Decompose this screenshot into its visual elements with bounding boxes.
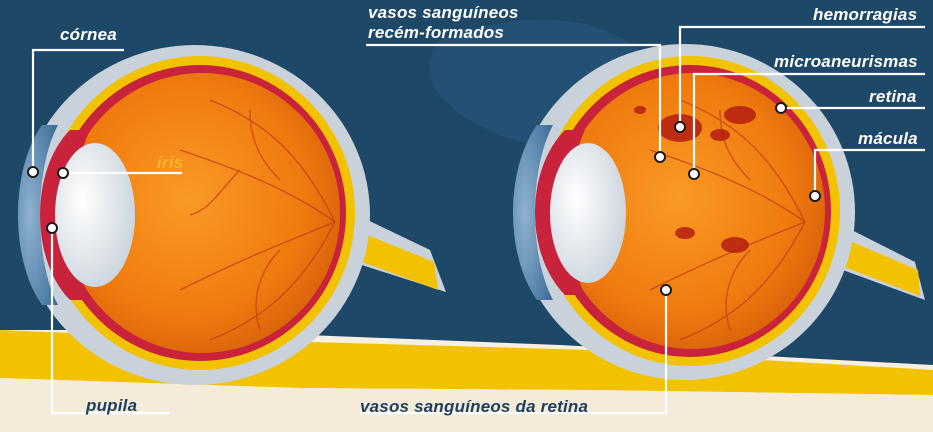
label-vasos-retina: vasos sanguíneos da retina: [360, 398, 588, 415]
dot-microaneurismas: [689, 169, 699, 179]
dot-macula: [810, 191, 820, 201]
label-vasos-novos-line1: vasos sanguíneos: [368, 4, 519, 21]
dot-retina: [776, 103, 786, 113]
lens-left: [55, 143, 135, 287]
label-vasos-novos-line2: recém-formados: [368, 24, 504, 41]
dot-hemorragias: [675, 122, 685, 132]
lens-right: [550, 143, 626, 283]
dot-iris: [58, 168, 68, 178]
label-cornea: córnea: [60, 26, 117, 43]
label-iris: íris: [157, 154, 183, 171]
dot-vasos-retina: [661, 285, 671, 295]
label-macula: mácula: [858, 130, 918, 147]
dot-vasos-novos: [655, 152, 665, 162]
label-hemorragias: hemorragias: [813, 6, 917, 23]
label-retina: retina: [869, 88, 917, 105]
label-microaneurismas: microaneurismas: [774, 53, 918, 70]
label-pupila: pupila: [86, 397, 137, 414]
dot-cornea: [28, 167, 38, 177]
dot-pupila: [47, 223, 57, 233]
